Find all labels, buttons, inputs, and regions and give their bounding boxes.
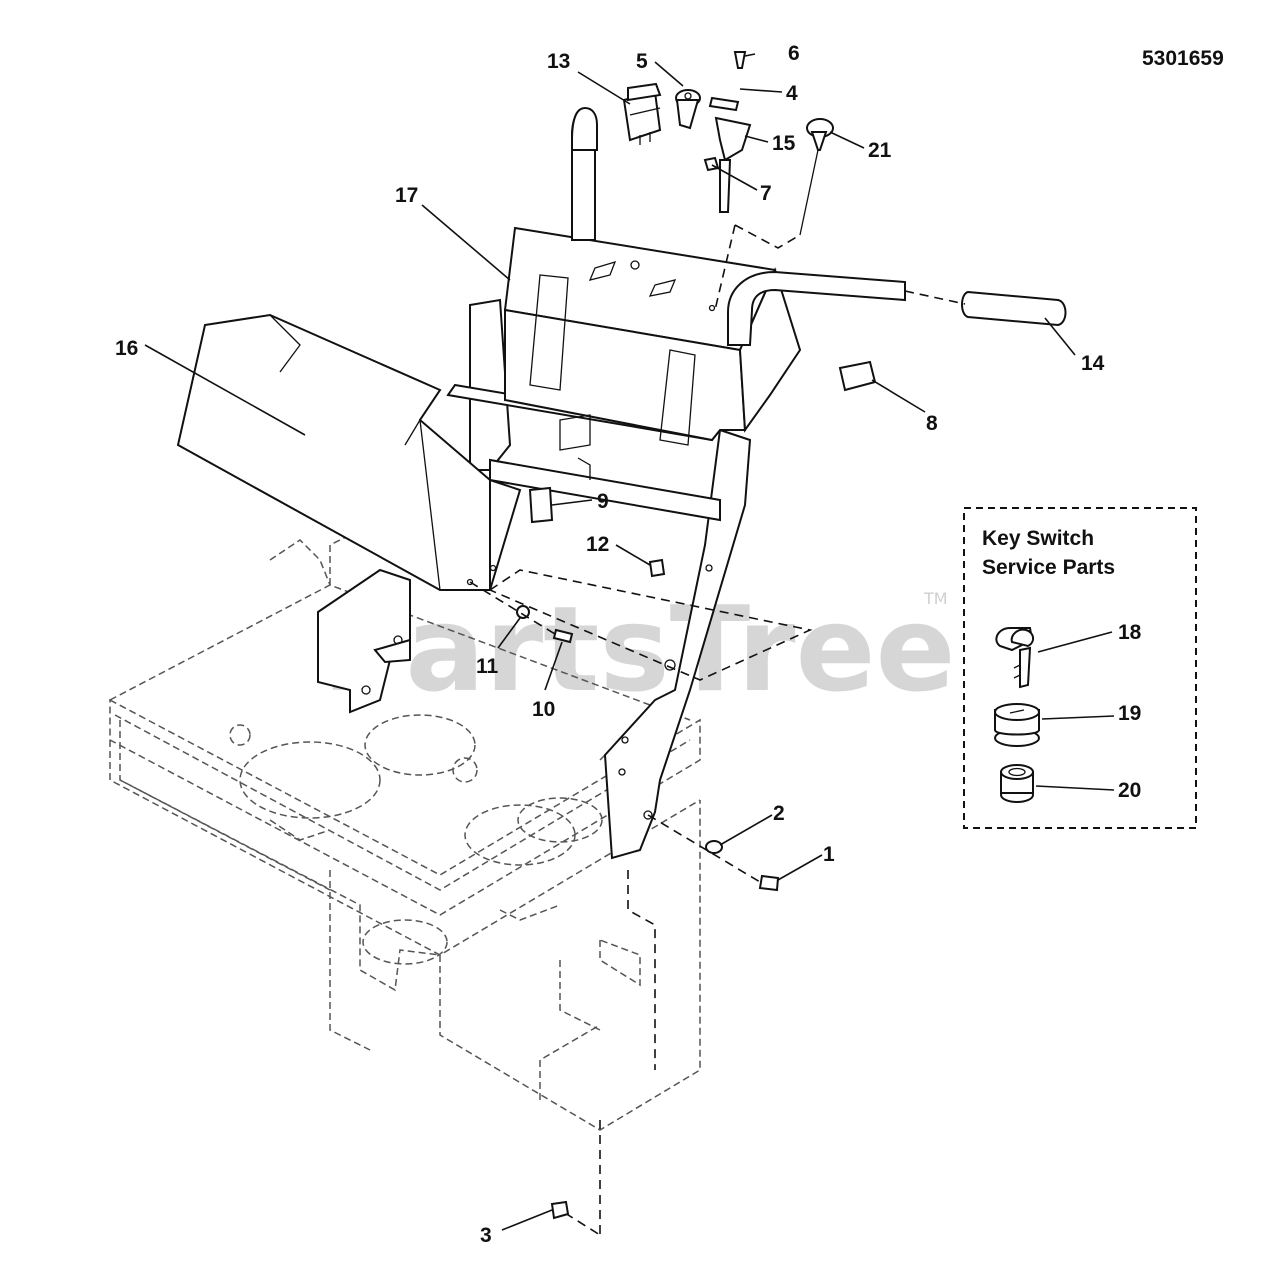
part-18-keys: [995, 627, 1034, 689]
part-9-switch: [528, 486, 554, 524]
part-13-switch: [622, 82, 662, 145]
callout-20: 20: [1118, 779, 1141, 802]
callout-1: 1: [823, 843, 835, 866]
part-20-nut: [1000, 764, 1034, 803]
leader-17: [421, 204, 511, 281]
callout-16: 16: [115, 337, 138, 360]
callout-4: 4: [786, 82, 798, 105]
callout-15: 15: [772, 132, 796, 155]
callout-7: 7: [760, 182, 772, 205]
leader-14: [1044, 317, 1076, 356]
callout-12: 12: [586, 533, 609, 556]
leader-13: [577, 71, 631, 105]
callout-11: 11: [476, 655, 499, 678]
leader-4: [739, 88, 783, 93]
callout-21: 21: [868, 139, 892, 162]
leader-1: [777, 854, 823, 881]
part-3-nut: [550, 1200, 570, 1220]
part-8-connector: [838, 360, 877, 392]
leader-10: [544, 641, 563, 691]
part-21-cable: [799, 118, 834, 236]
leader-8: [871, 379, 926, 413]
callout-2: 2: [773, 802, 785, 825]
leader-5: [654, 61, 684, 87]
legend-title-line2: Service Parts: [982, 556, 1115, 579]
legend-title-line1: Key Switch: [982, 527, 1094, 550]
left-side-plate: [317, 568, 411, 714]
callout-10: 10: [532, 698, 555, 721]
part-19-cap: [994, 703, 1040, 747]
part-10-bolt: [552, 628, 574, 644]
part-1-bolt: [758, 874, 780, 892]
part-5-knob: [675, 89, 701, 130]
leader-9: [551, 499, 593, 506]
part-12-clip: [648, 558, 666, 578]
leader-16: [144, 344, 306, 436]
callout-14: 14: [1081, 352, 1105, 375]
callout-5: 5: [636, 50, 648, 73]
watermark-trademark: TM: [923, 589, 948, 608]
key-switch-legend: Key Switch Service Parts 18 19 20: [963, 507, 1197, 829]
part-4-pin: [708, 96, 740, 112]
part-16-cover: [176, 313, 502, 591]
part-2-washer: [705, 840, 723, 854]
leader-21: [829, 131, 865, 149]
part-11-washer: [516, 605, 530, 619]
callout-13: 13: [547, 50, 570, 73]
callout-18: 18: [1118, 621, 1142, 644]
callout-9: 9: [597, 490, 609, 513]
leader-2: [719, 814, 773, 846]
leader-12: [615, 544, 651, 566]
console-panel: [446, 226, 802, 522]
part-15-bracket: [714, 116, 752, 162]
callout-17: 17: [395, 184, 418, 207]
leader-11: [497, 617, 521, 649]
leader-7: [711, 164, 758, 191]
document-number: 5301659: [1142, 47, 1224, 70]
part-6-screw: [733, 51, 747, 69]
leader-6: [744, 53, 756, 57]
part-14-grip: [961, 290, 1067, 327]
watermark-text: PartsTree: [322, 580, 956, 718]
part-7-nut: [703, 156, 720, 172]
leader-15: [744, 135, 769, 143]
callout-6: 6: [788, 42, 800, 65]
right-side-plate: [603, 428, 752, 860]
leader-3: [501, 1209, 553, 1231]
callout-3: 3: [480, 1224, 492, 1247]
callout-8: 8: [926, 412, 938, 435]
callout-19: 19: [1118, 702, 1141, 725]
